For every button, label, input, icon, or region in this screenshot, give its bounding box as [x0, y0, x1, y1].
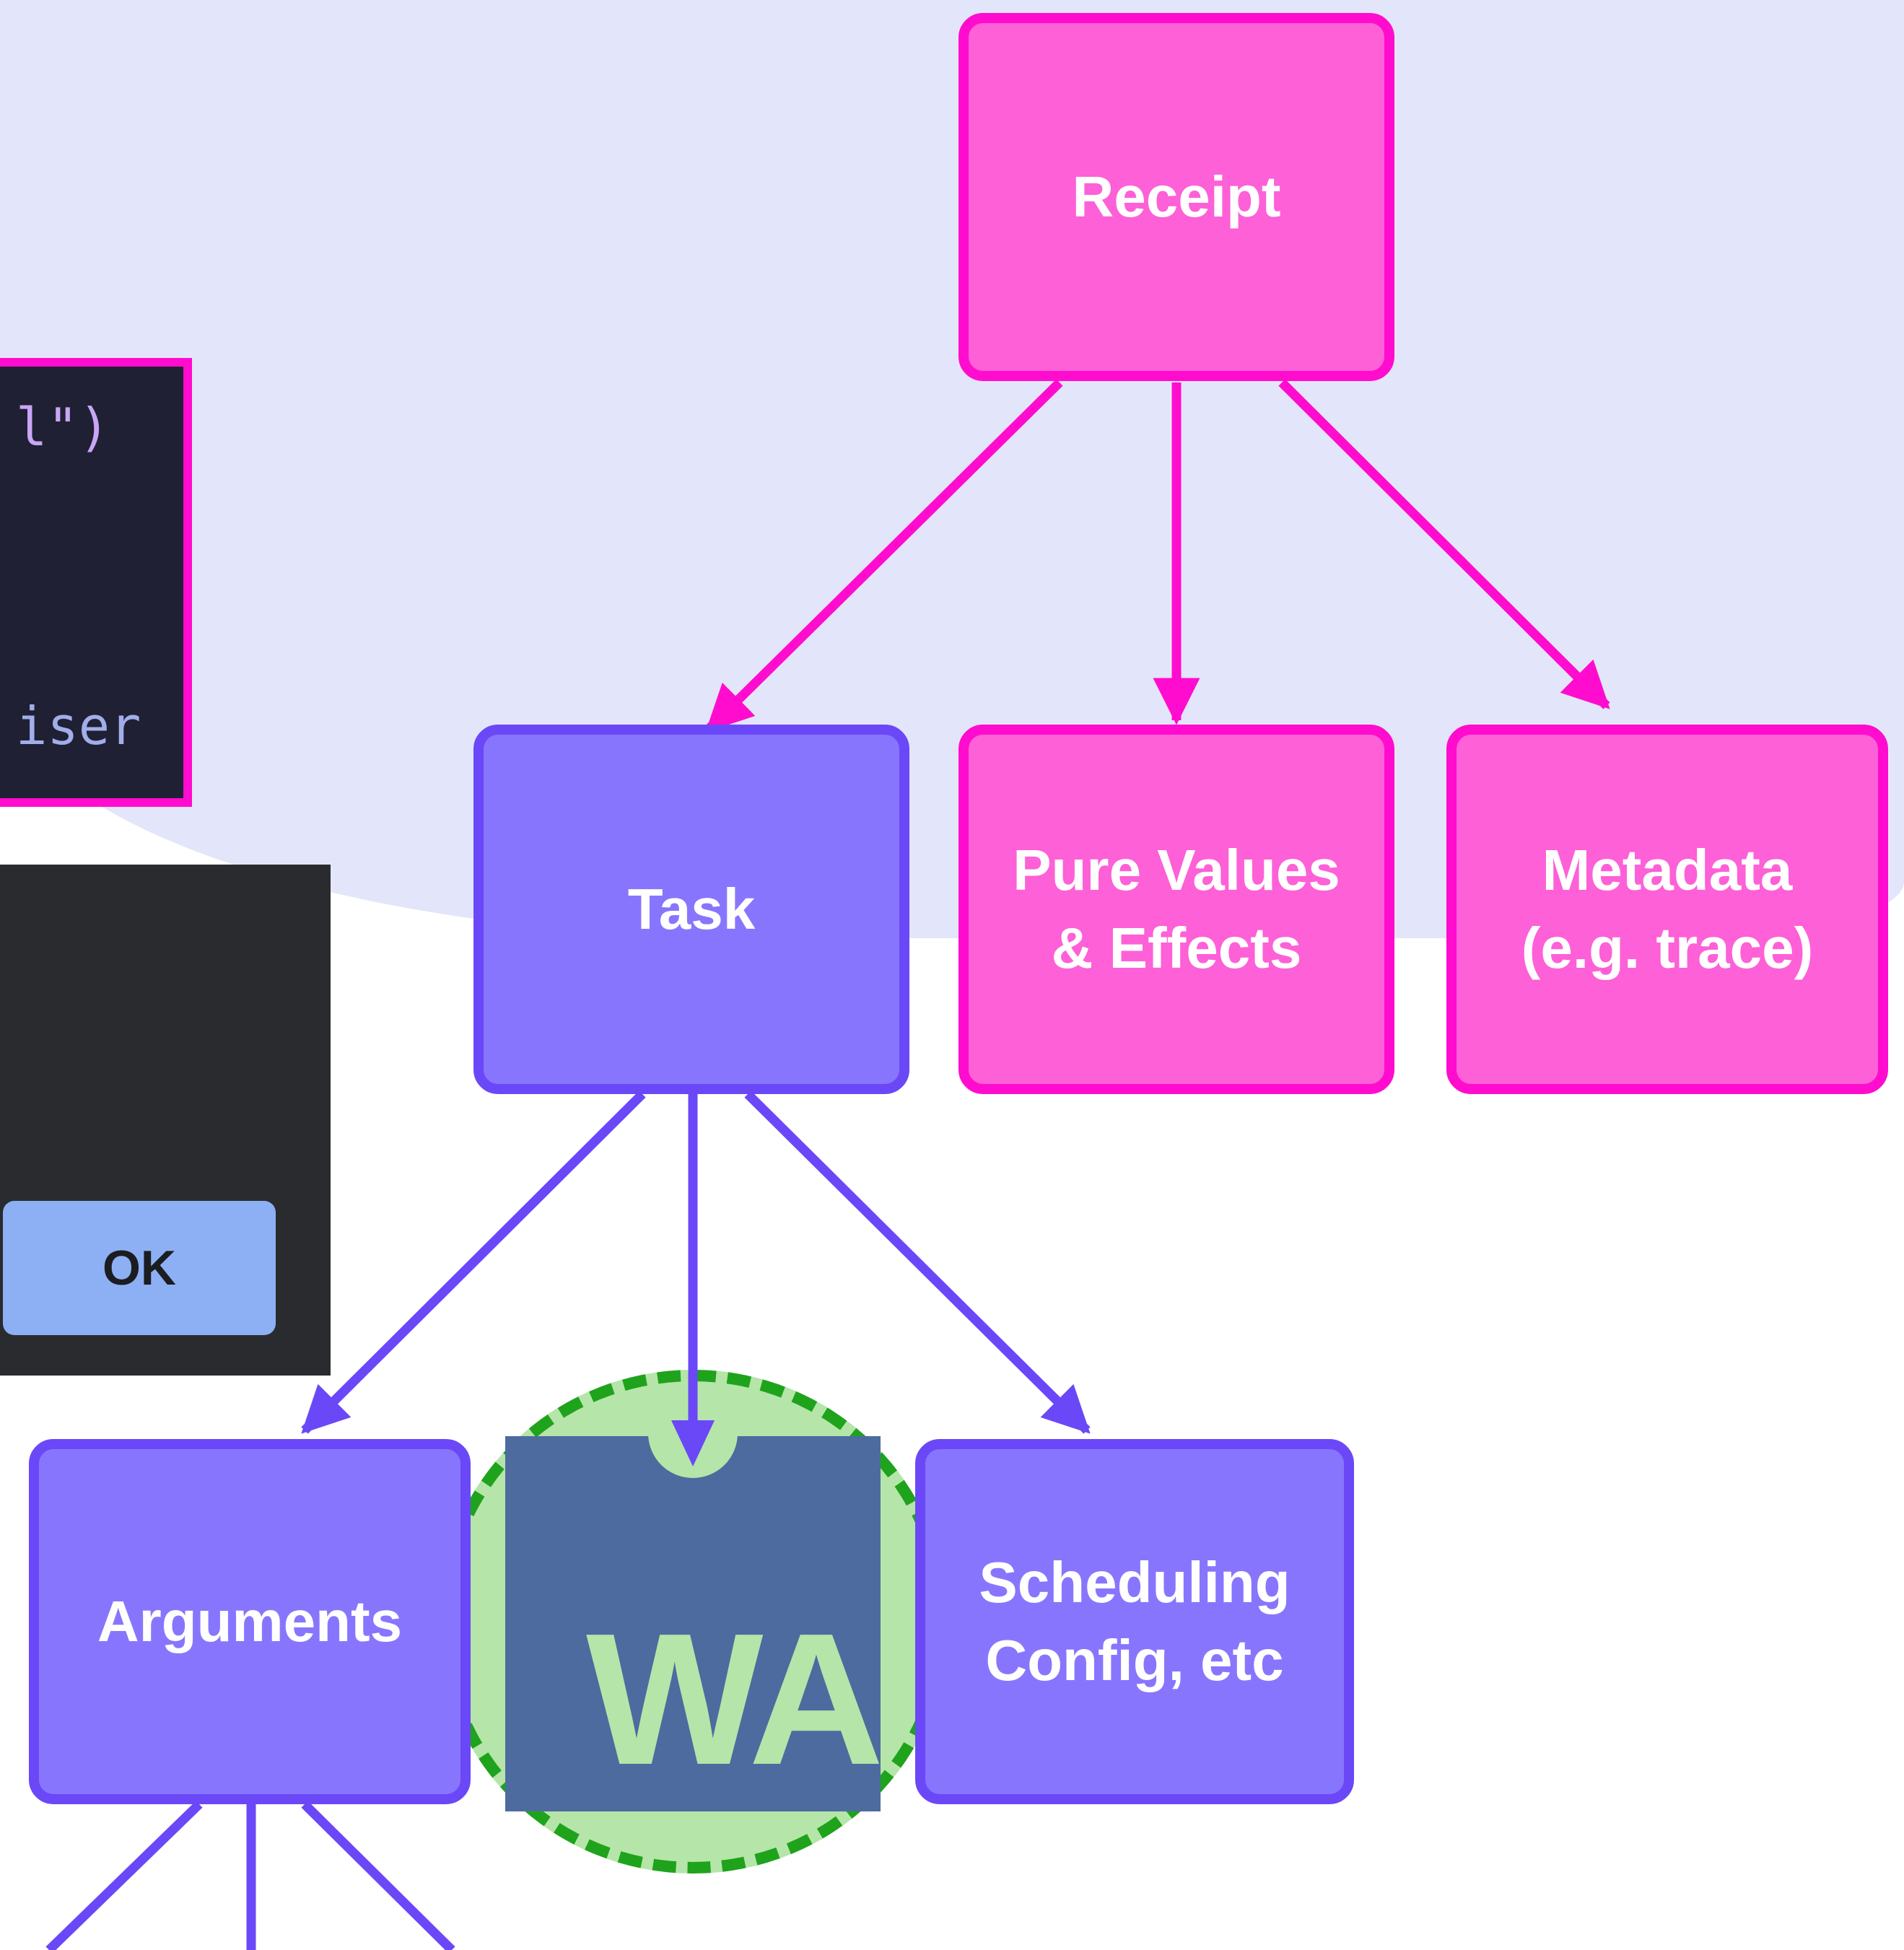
- node-label: Task: [627, 877, 756, 941]
- edge-arguments-child-left: [45, 1801, 203, 1950]
- node-label: Receipt: [1072, 165, 1281, 229]
- node-receipt: Receipt: [958, 13, 1394, 381]
- ok-button[interactable]: OK: [3, 1201, 276, 1335]
- edge-receipt-task: [705, 379, 1063, 733]
- node-label: Metadata (e.g. trace): [1521, 838, 1814, 980]
- node-arguments: Arguments: [29, 1439, 471, 1804]
- edge-task-arguments: [301, 1090, 646, 1434]
- edge-arguments-child-right: [301, 1801, 455, 1950]
- edge-task-scheduling: [744, 1090, 1091, 1434]
- edge-receipt-metadata: [1278, 379, 1610, 709]
- code-line: l"): [16, 397, 110, 458]
- node-label: Scheduling Config, etc: [979, 1550, 1291, 1692]
- code-snippet-panel: l") iser: [0, 358, 192, 807]
- node-pure-values-effects: Pure Values & Effects: [958, 725, 1394, 1094]
- node-metadata: Metadata (e.g. trace): [1446, 725, 1888, 1094]
- node-scheduling-config: Scheduling Config, etc: [915, 1439, 1354, 1804]
- node-task: Task: [473, 725, 909, 1094]
- code-line: iser: [16, 696, 141, 756]
- dialog-box: OK: [0, 865, 331, 1376]
- arrowhead-wa: [671, 1420, 715, 1466]
- node-label: Pure Values & Effects: [1013, 838, 1340, 980]
- wa-badge-label: WA: [586, 1595, 884, 1804]
- wa-badge: [505, 1436, 881, 1811]
- node-label: Arguments: [97, 1589, 403, 1653]
